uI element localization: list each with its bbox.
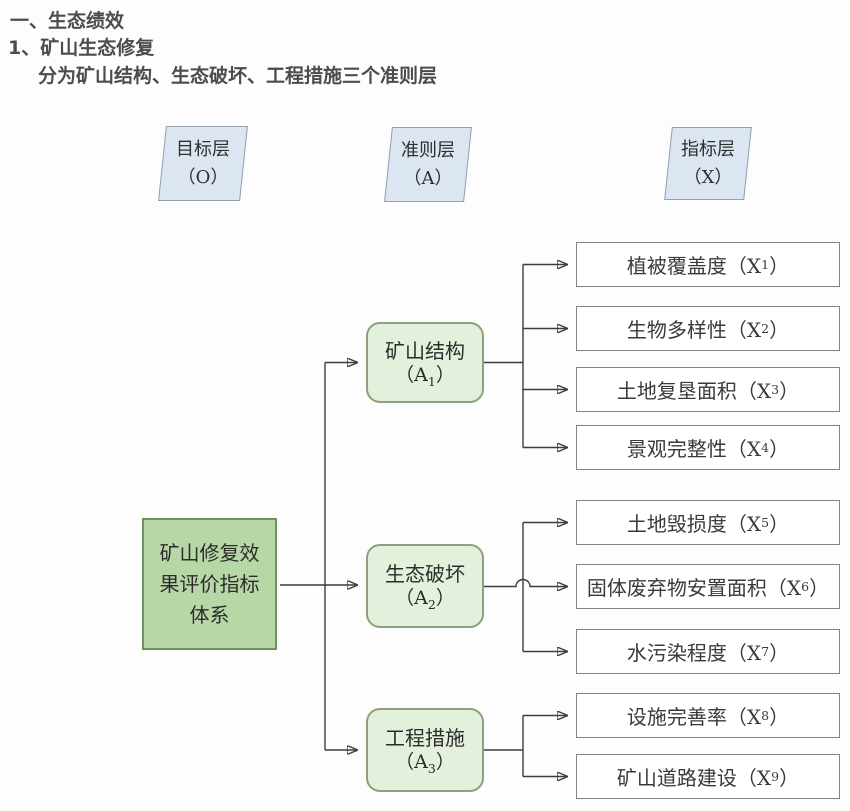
criterion-code: （A2） [395,587,455,612]
layer-name: 准则层 [401,139,455,161]
indicator-label: 水污染程度（X [626,641,762,665]
criterion-code-open: （A [395,363,428,386]
heading-subsection: 1、矿山生态修复 [8,37,155,59]
heading-description: 分为矿山结构、生态破坏、工程措施三个准则层 [38,65,438,87]
indicator-label-close: ） [769,254,790,278]
criterion-box-a2: 生态破坏 （A2） [366,544,484,628]
layer-name: 目标层 [176,138,230,160]
indicator-label: 植被覆盖度（X [626,254,762,278]
criterion-code: （A1） [395,363,455,389]
criterion-code-close: ） [435,587,455,610]
layer-label-indicator: 指标层 （X） [664,127,752,200]
criterion-code-close: ） [435,363,455,386]
indicator-label-close: ） [779,766,800,790]
indicator-label-close: ） [769,705,790,729]
heading-section: 一、生态绩效 [10,10,125,32]
indicator-label: 矿山道路建设（X [616,766,772,790]
connector-a2-to-x6 [484,578,567,587]
indicator-label: 生物多样性（X [626,318,762,342]
criterion-box-a1: 矿山结构 （A1） [366,322,484,403]
indicator-label-close: ） [769,437,790,461]
layer-code: （A） [403,167,453,189]
indicator-label-close: ） [809,576,830,600]
criterion-name: 生态破坏 [385,562,465,587]
root-goal-title: 矿山修复效果评价指标体系 [159,540,260,627]
criterion-code: （A3） [395,751,455,776]
root-goal-box: 矿山修复效果评价指标体系 [142,518,277,650]
criterion-subscript: 2 [427,596,436,612]
criterion-name: 矿山结构 [385,338,465,363]
criterion-code-open: （A [395,587,428,610]
indicator-label-close: ） [769,641,790,665]
indicator-label: 土地复垦面积（X [616,379,772,403]
layer-label-objective-text: 目标层 （O） [163,127,243,200]
indicator-label: 设施完善率（X [626,705,762,729]
indicator-label-close: ） [769,318,790,342]
layer-code: （X） [683,166,733,188]
criterion-code-close: ） [435,751,455,774]
criterion-subscript: 1 [427,373,436,389]
layer-label-indicator-text: 指标层 （X） [669,128,747,199]
criterion-box-a3: 工程措施 （A3） [366,708,484,792]
indicator-label: 景观完整性（X [626,437,762,461]
criterion-subscript: 3 [427,760,436,776]
layer-label-criteria: 准则层 （A） [384,127,472,202]
layer-label-objective: 目标层 （O） [158,126,248,201]
layer-name: 指标层 [681,138,735,160]
indicator-label: 固体废弃物安置面积（X [586,576,802,600]
indicator-label: 土地毁损度（X [626,512,762,536]
layer-label-criteria-text: 准则层 （A） [389,128,467,201]
criterion-name: 工程措施 [385,726,465,751]
indicator-label-close: ） [779,379,800,403]
layer-code: （O） [177,166,229,188]
indicator-label-close: ） [769,512,790,536]
criterion-code-open: （A [395,751,428,774]
